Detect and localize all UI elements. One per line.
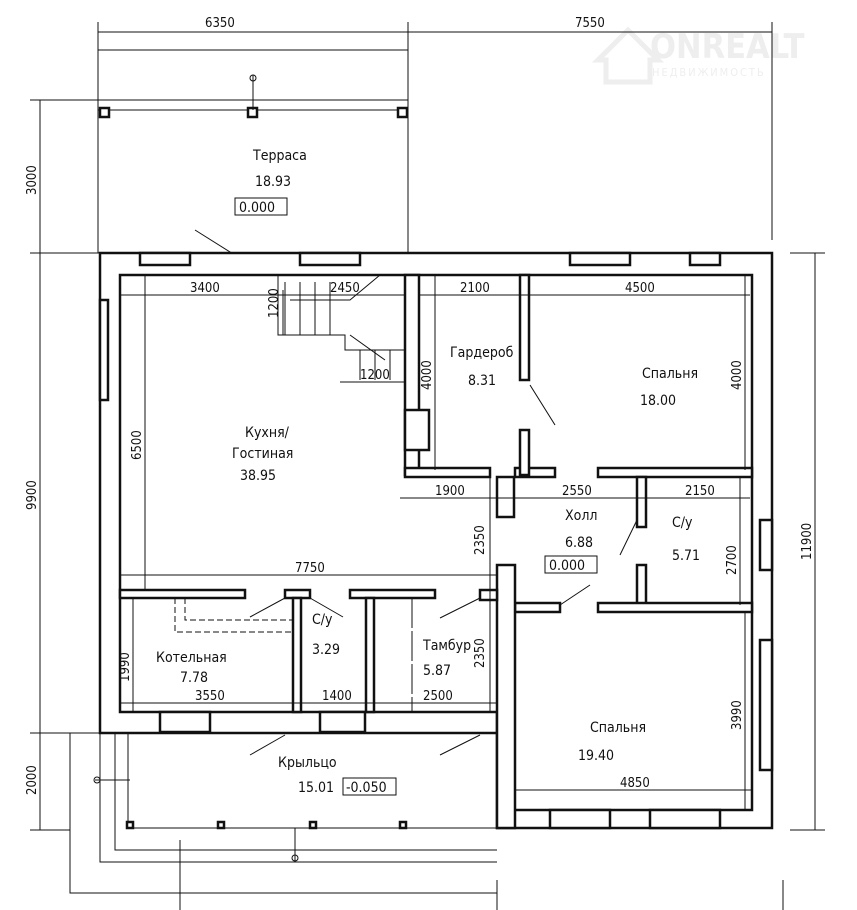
room-bedroom-1: Спальня 18.00 (640, 366, 698, 409)
room-wardrobe: Гардероб 8.31 (450, 345, 514, 389)
room-name: Спальня (590, 720, 646, 736)
door-swings (174, 384, 638, 756)
room-area: 6.88 (565, 535, 593, 551)
room-area: 5.71 (672, 548, 700, 564)
room-bedroom-2: Спальня 19.40 (578, 720, 646, 764)
room-area: 19.40 (578, 748, 614, 764)
room-name: Крыльцо (278, 755, 337, 771)
room-name: Спальня (642, 366, 698, 382)
room-area: 3.29 (312, 642, 340, 658)
dim-stair-bottom: 1200 (360, 368, 390, 383)
room-name-line2: Гостиная (232, 446, 293, 462)
dim-top-left: 6350 (205, 16, 235, 31)
room-vestibule: Тамбур 5.87 (422, 638, 471, 679)
room-name: Котельная (156, 650, 227, 666)
level-mark: 0.000 (549, 558, 585, 574)
dim-bedroom2-height: 3990 (730, 700, 745, 730)
room-name: Холл (565, 508, 597, 524)
dim-bedroom1-height: 4000 (730, 360, 745, 390)
watermark-brand: ONREALT (650, 27, 805, 67)
watermark-tagline: НЕДВИЖИМОСТЬ (652, 66, 766, 79)
room-bathroom: С/у 5.71 (672, 515, 700, 564)
level-mark: 0.000 (239, 200, 275, 216)
dim-left-porch: 2000 (25, 765, 40, 795)
room-area: 18.00 (640, 393, 676, 409)
dim-row-width: 7750 (295, 561, 325, 576)
room-area: 15.01 (298, 780, 334, 796)
dim-vestibule-height: 2350 (473, 638, 488, 668)
room-name: С/у (312, 612, 333, 628)
room-area: 5.87 (423, 663, 451, 679)
room-terrace: Терраса 18.93 0.000 (234, 148, 307, 216)
room-wc: С/у 3.29 (312, 612, 340, 658)
walls (98, 251, 774, 830)
dim-bathroom-width: 2150 (685, 484, 715, 499)
staircase (277, 274, 405, 380)
dim-top-right: 7550 (575, 16, 605, 31)
dim-wardrobe-height: 4000 (420, 360, 435, 390)
room-porch: Крыльцо 15.01 -0.050 (278, 755, 397, 796)
dim-wardrobe-width: 2100 (460, 281, 490, 296)
dim-left-main: 9900 (25, 480, 40, 510)
room-name: Тамбур (422, 638, 471, 654)
dim-kitchen-height: 6500 (130, 430, 145, 460)
dim-hall-height: 2350 (473, 525, 488, 555)
room-hall: Холл 6.88 0.000 (544, 508, 598, 574)
dim-stair-width: 2450 (330, 281, 360, 296)
dim-vestibule-width: 2500 (423, 689, 453, 704)
interior-dimension-lines (120, 275, 752, 810)
dim-boiler-height: 1990 (118, 652, 133, 682)
watermark-logo: ONREALT НЕДВИЖИМОСТЬ (591, 26, 805, 85)
porch (69, 733, 497, 894)
dim-bathroom-height: 2700 (725, 545, 740, 575)
dim-bedroom1-width: 4500 (625, 281, 655, 296)
dim-left-terrace: 3000 (25, 165, 40, 195)
dim-bedroom2-width: 4850 (620, 776, 650, 791)
room-name: С/у (672, 515, 693, 531)
room-name: Гардероб (450, 345, 514, 361)
room-name: Кухня/ (245, 425, 290, 441)
room-boiler: Котельная 7.78 (156, 650, 227, 686)
dim-wc-width: 1400 (322, 689, 352, 704)
dim-stair-height: 1200 (267, 288, 282, 318)
dim-right-total: 11900 (800, 523, 815, 560)
room-kitchen-living: Кухня/ Гостиная 38.95 (232, 425, 293, 484)
room-area: 7.78 (180, 670, 208, 686)
dimension-lines (30, 22, 825, 910)
room-name: Терраса (252, 148, 307, 164)
dim-boiler-width: 3550 (195, 689, 225, 704)
dim-hall-b: 2550 (562, 484, 592, 499)
room-area: 18.93 (255, 174, 291, 190)
dim-kitchen-width: 3400 (190, 281, 220, 296)
room-area: 8.31 (468, 373, 496, 389)
room-area: 38.95 (240, 468, 276, 484)
dim-hall-a: 1900 (435, 484, 465, 499)
level-mark: -0.050 (346, 780, 387, 796)
